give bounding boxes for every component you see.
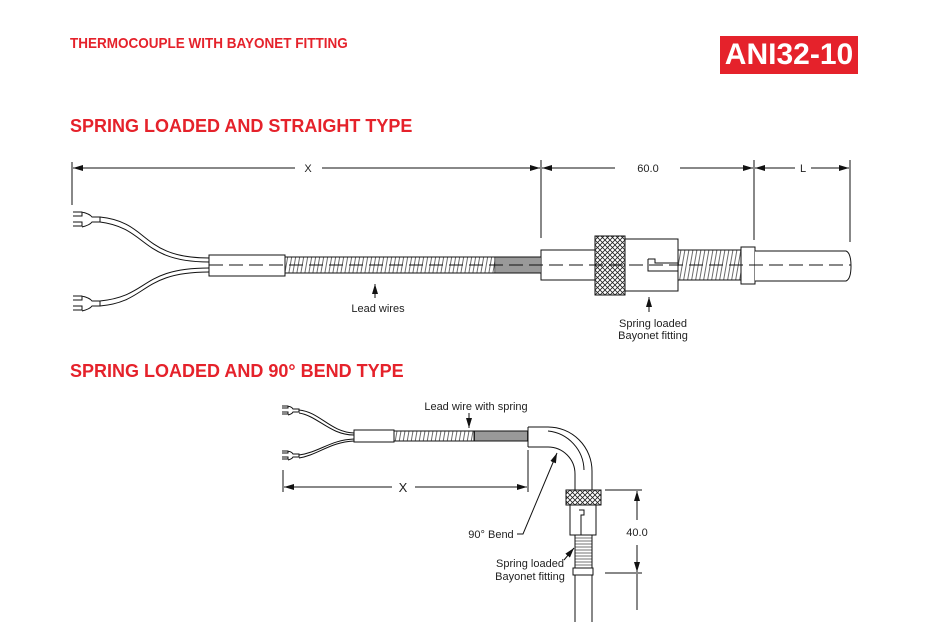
dim-l-label: L [800,163,806,175]
dim-60-label: 60.0 [637,163,658,175]
lead-wire-spring-label: Lead wire with spring [424,401,527,413]
product-code-badge: ANI32-10 [720,36,858,74]
bend-fitting-label-line2: Bayonet fitting [495,571,565,583]
section-heading-straight: SPRING LOADED AND STRAIGHT TYPE [70,116,413,136]
bend-type-drawing [282,405,642,622]
bend-dim-x-label: X [399,480,408,495]
dim-40-label: 40.0 [626,527,647,539]
fitting-label-line1: Spring loaded [619,318,687,330]
straight-type-drawing [71,160,852,312]
dim-x-label: X [304,163,312,175]
bend-fitting-label-line1: Spring loaded [496,558,564,570]
bend-label: 90° Bend [468,529,513,541]
section-heading-bend: SPRING LOADED AND 90° BEND TYPE [70,361,404,381]
fitting-label-line2: Bayonet fitting [618,330,688,342]
lead-wires-label: Lead wires [351,303,405,315]
document-title: THERMOCOUPLE WITH BAYONET FITTING [70,35,348,52]
